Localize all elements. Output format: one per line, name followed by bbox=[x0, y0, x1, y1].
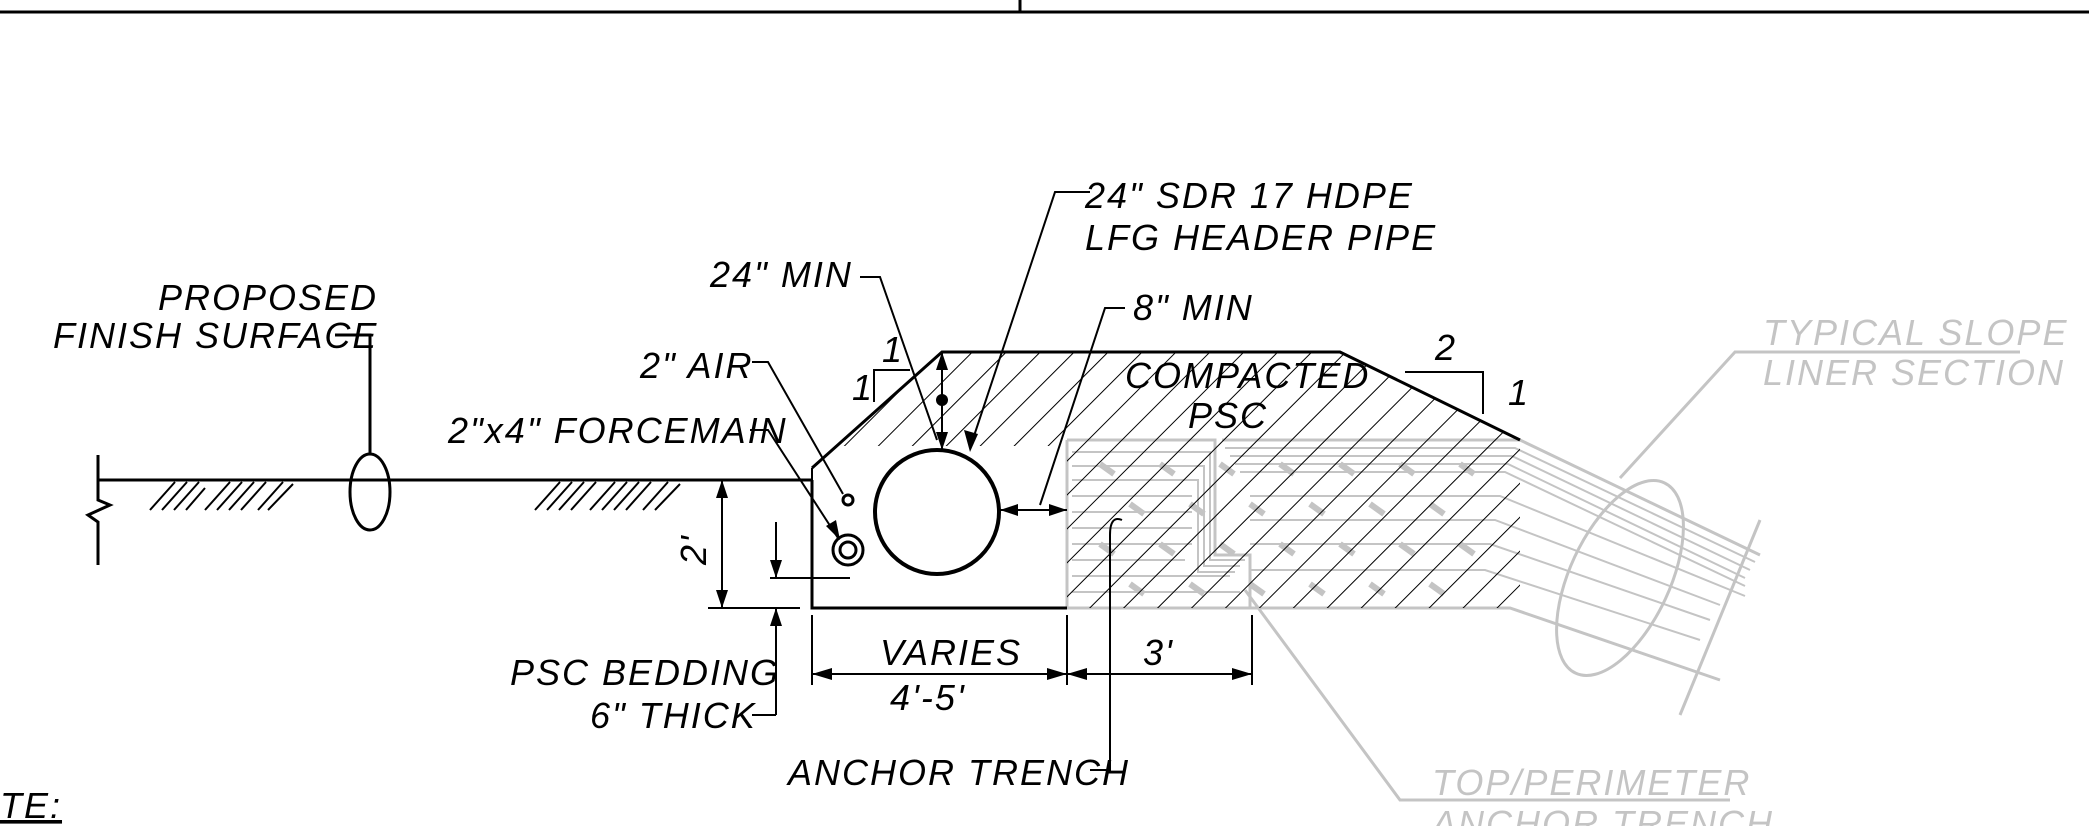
slope-left-rise: 1 bbox=[882, 329, 904, 370]
earth-hatch-right bbox=[534, 481, 681, 511]
width-label: 4'-5' bbox=[890, 677, 966, 718]
air-pipe bbox=[841, 493, 855, 507]
bedding-label-line2: 6" THICK bbox=[590, 695, 757, 736]
bedding-label-line1: PSC BEDDING bbox=[510, 652, 780, 693]
pipe-spec-line2: LFG HEADER PIPE bbox=[1085, 217, 1437, 258]
forcemain-label: 2"x4" FORCEMAIN bbox=[447, 410, 788, 451]
min-24-label: 24" MIN bbox=[709, 254, 853, 295]
liner-section-ellipse bbox=[1555, 350, 2020, 677]
slope-right-rise: 1 bbox=[1508, 372, 1530, 413]
top-perimeter-label: TOP/PERIMETER bbox=[1432, 762, 1751, 803]
liner-section-label: LINER SECTION bbox=[1763, 352, 2065, 393]
leaders bbox=[708, 191, 1484, 771]
top-perimeter-leader bbox=[1243, 589, 1730, 802]
slope-left-run: 1 bbox=[852, 367, 874, 408]
ground-surface bbox=[84, 333, 812, 565]
anchor-trench-ref-label: ANCHOR TRENCH bbox=[1430, 803, 1774, 826]
pipe-spec-line1: 24" SDR 17 HDPE bbox=[1084, 175, 1414, 216]
anchor-trench-label: ANCHOR TRENCH bbox=[786, 752, 1130, 793]
psc-label: PSC bbox=[1188, 395, 1268, 436]
dim-2ft-label: 2' bbox=[673, 534, 714, 566]
proposed-label: PROPOSED bbox=[158, 277, 378, 318]
finish-surface-label: FINISH SURFACE bbox=[53, 315, 378, 356]
note-heading: TE: bbox=[0, 785, 62, 826]
air-pipe-label: 2" AIR bbox=[639, 345, 753, 386]
forcemain-pipe bbox=[831, 533, 865, 567]
compacted-label: COMPACTED bbox=[1125, 355, 1370, 396]
slope-right-run: 2 bbox=[1434, 327, 1457, 368]
header-pipe bbox=[873, 448, 1001, 576]
varies-label: VARIES bbox=[880, 632, 1022, 673]
earth-hatch-left bbox=[149, 481, 294, 511]
min-8-label: 8" MIN bbox=[1133, 287, 1254, 328]
title-block-border bbox=[0, 0, 2089, 14]
typical-slope-label: TYPICAL SLOPE bbox=[1763, 312, 2068, 353]
dim-3ft-label: 3' bbox=[1143, 632, 1174, 673]
